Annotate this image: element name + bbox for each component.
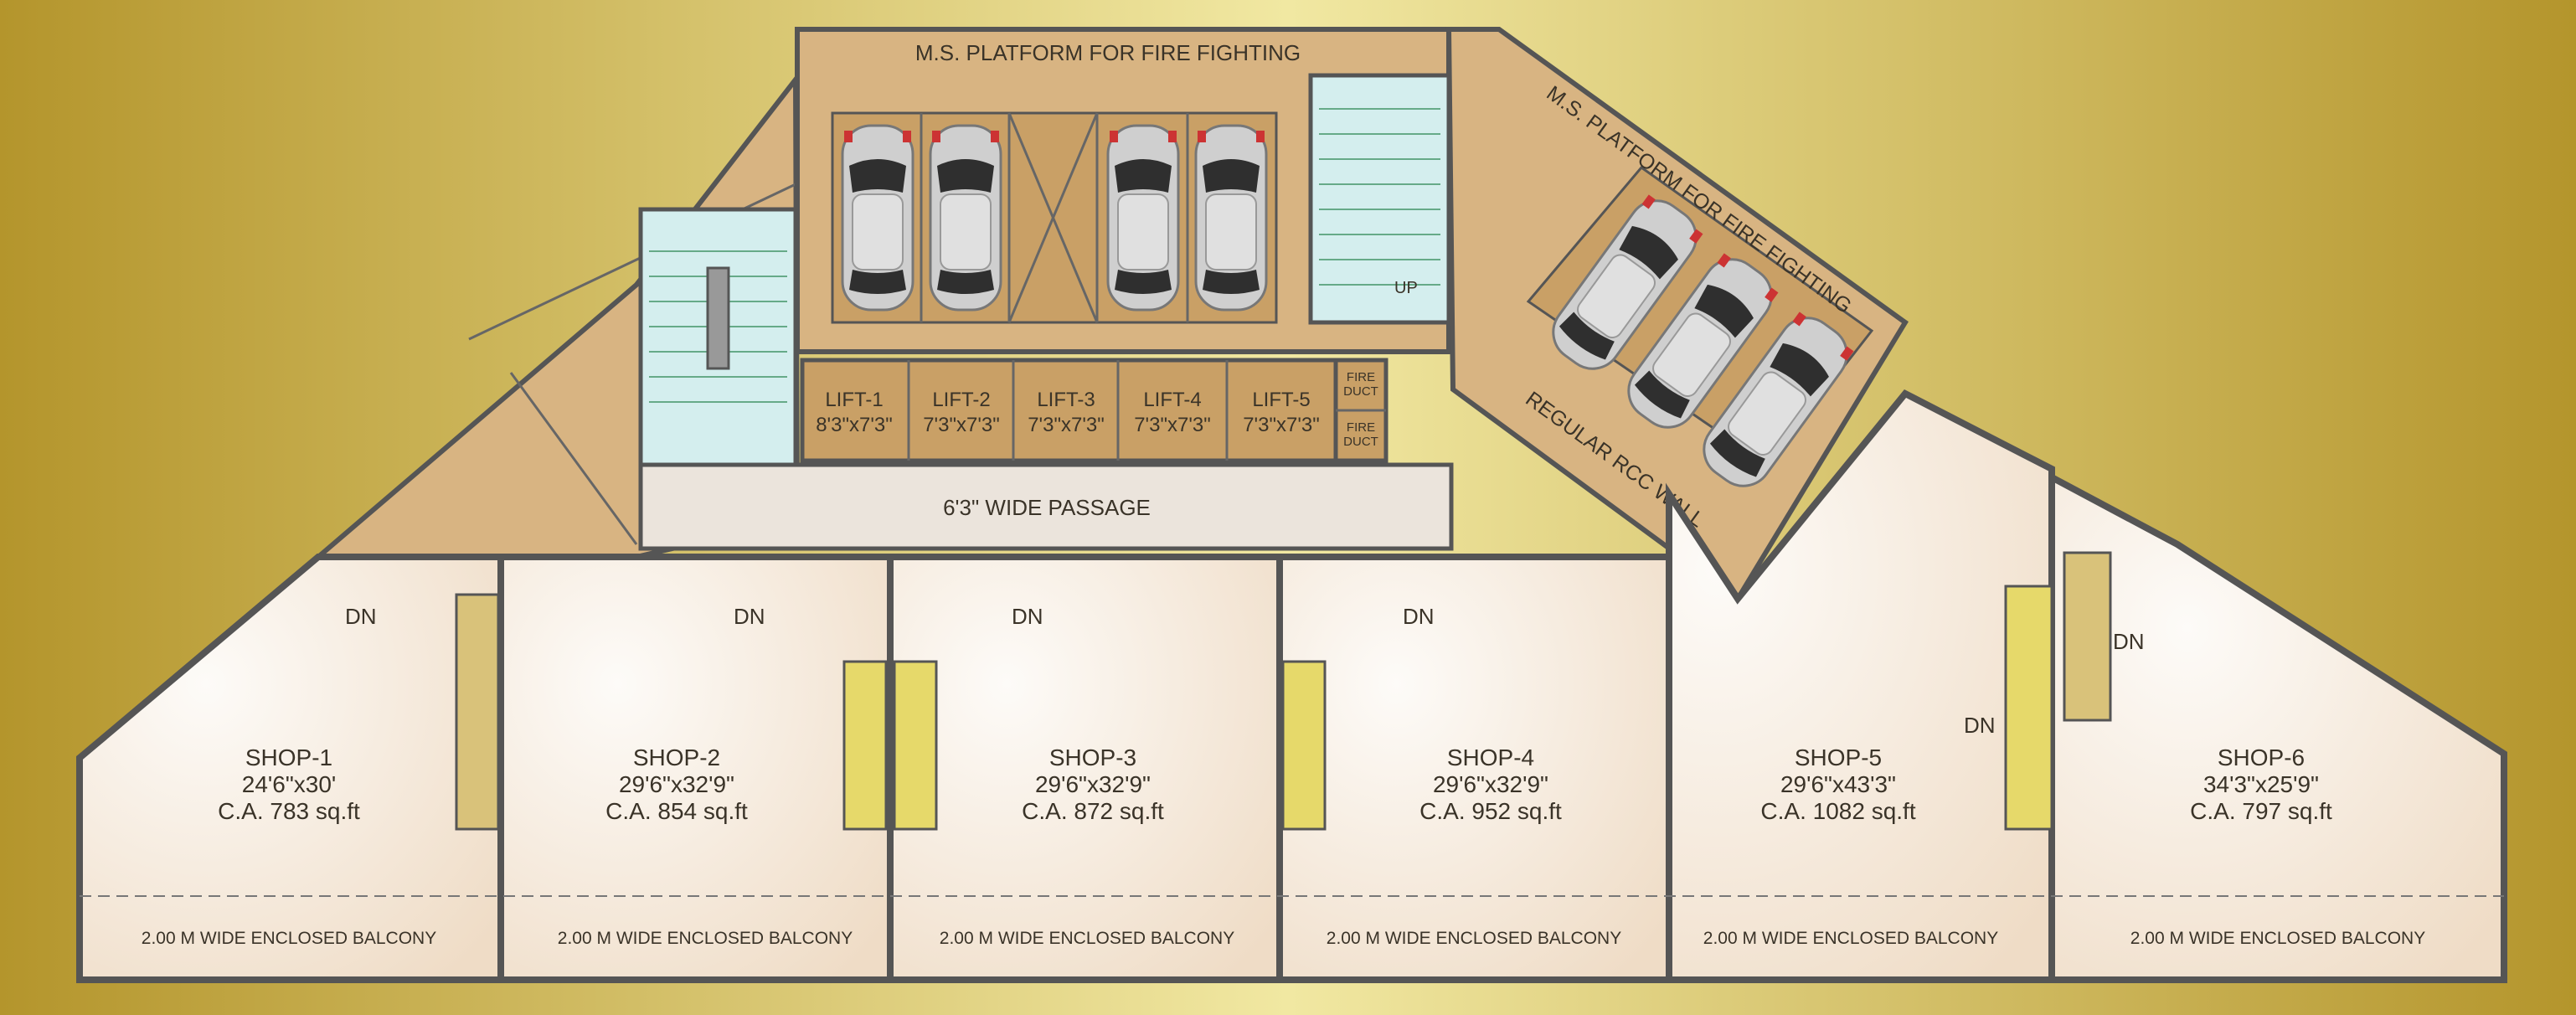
shop-2-name: SHOP-2 (633, 745, 720, 770)
shop-2-dims: 29'6"x32'9" (619, 771, 734, 797)
shop-1-name: SHOP-1 (245, 745, 332, 770)
car-1 (841, 124, 914, 312)
top-platform-label: M.S. PLATFORM FOR FIRE FIGHTING (915, 40, 1301, 65)
balcony-label-2: 2.00 M WIDE ENCLOSED BALCONY (558, 929, 853, 948)
stair-shop-4 (1281, 660, 1327, 831)
shop-4-area: C.A. 952 sq.ft (1419, 798, 1562, 824)
shop-1-area: C.A. 783 sq.ft (218, 798, 360, 824)
dn-label-5: DN (1964, 713, 1996, 738)
lift-3-size: 7'3"x7'3" (1028, 414, 1105, 436)
car-3 (1106, 124, 1180, 312)
balcony-label-3: 2.00 M WIDE ENCLOSED BALCONY (940, 929, 1234, 948)
shop-1-dims: 24'6"x30' (242, 771, 337, 797)
fire-duct-2-line2: DUCT (1343, 435, 1378, 449)
car-2 (929, 124, 1002, 312)
lift-2-size: 7'3"x7'3" (923, 414, 1000, 436)
shop-4-name: SHOP-4 (1447, 745, 1534, 770)
lift-4-name: LIFT-4 (1143, 389, 1201, 411)
car-4 (1194, 124, 1268, 312)
passage (638, 462, 1454, 551)
dn-label-3: DN (1012, 604, 1043, 629)
lift-4-size: 7'3"x7'3" (1134, 414, 1211, 436)
stair-shop-5 (2004, 585, 2053, 831)
fire-duct-1-line2: DUCT (1343, 384, 1378, 399)
fire-duct-1-line1: FIRE (1347, 370, 1375, 384)
lift-5-name: LIFT-5 (1252, 389, 1310, 411)
shop-4 (1276, 554, 1672, 983)
lift-1-size: 8'3"x7'3" (816, 414, 893, 436)
shop-3-dims: 29'6"x32'9" (1035, 771, 1151, 797)
shop-3-name: SHOP-3 (1049, 745, 1136, 770)
balcony-label-6: 2.00 M WIDE ENCLOSED BALCONY (2130, 929, 2425, 948)
lift-5-size: 7'3"x7'3" (1243, 414, 1320, 436)
shop-3 (887, 554, 1283, 983)
dn-label-4: DN (1403, 604, 1435, 629)
shop-5-area: C.A. 1082 sq.ft (1760, 798, 1915, 824)
shop-3-area: C.A. 872 sq.ft (1022, 798, 1164, 824)
shop-1 (76, 554, 504, 983)
fire-duct-2-line1: FIRE (1347, 420, 1375, 435)
lift-row (800, 358, 1388, 463)
passage-label: 6'3" WIDE PASSAGE (943, 495, 1151, 520)
lift-1-name: LIFT-1 (825, 389, 883, 411)
shop-5 (1574, 389, 2055, 983)
dn-label-2: DN (734, 604, 765, 629)
stair-shop-2 (842, 660, 888, 831)
shop-4-dims: 29'6"x32'9" (1433, 771, 1548, 797)
lift-3-name: LIFT-3 (1037, 389, 1095, 411)
stair-shop-3 (893, 660, 938, 831)
stair-shop-6 (2063, 551, 2112, 722)
shop-5-name: SHOP-5 (1795, 745, 1882, 770)
balcony-label-1: 2.00 M WIDE ENCLOSED BALCONY (142, 929, 436, 948)
shop-6-area: C.A. 797 sq.ft (2190, 798, 2332, 824)
dn-label-1: DN (345, 604, 377, 629)
shop-6-dims: 34'3"x25'9" (2203, 771, 2319, 797)
up-label: UP (1394, 279, 1418, 297)
dn-label-6: DN (2113, 629, 2145, 654)
shop-2 (497, 554, 894, 983)
shop-5-dims: 29'6"x43'3" (1780, 771, 1896, 797)
lift-2-name: LIFT-2 (932, 389, 990, 411)
shop-6-name: SHOP-6 (2218, 745, 2305, 770)
balcony-label-5: 2.00 M WIDE ENCLOSED BALCONY (1703, 929, 1998, 948)
balcony-label-4: 2.00 M WIDE ENCLOSED BALCONY (1327, 929, 1621, 948)
stair-shop-1 (455, 593, 500, 831)
shop-2-area: C.A. 854 sq.ft (605, 798, 748, 824)
